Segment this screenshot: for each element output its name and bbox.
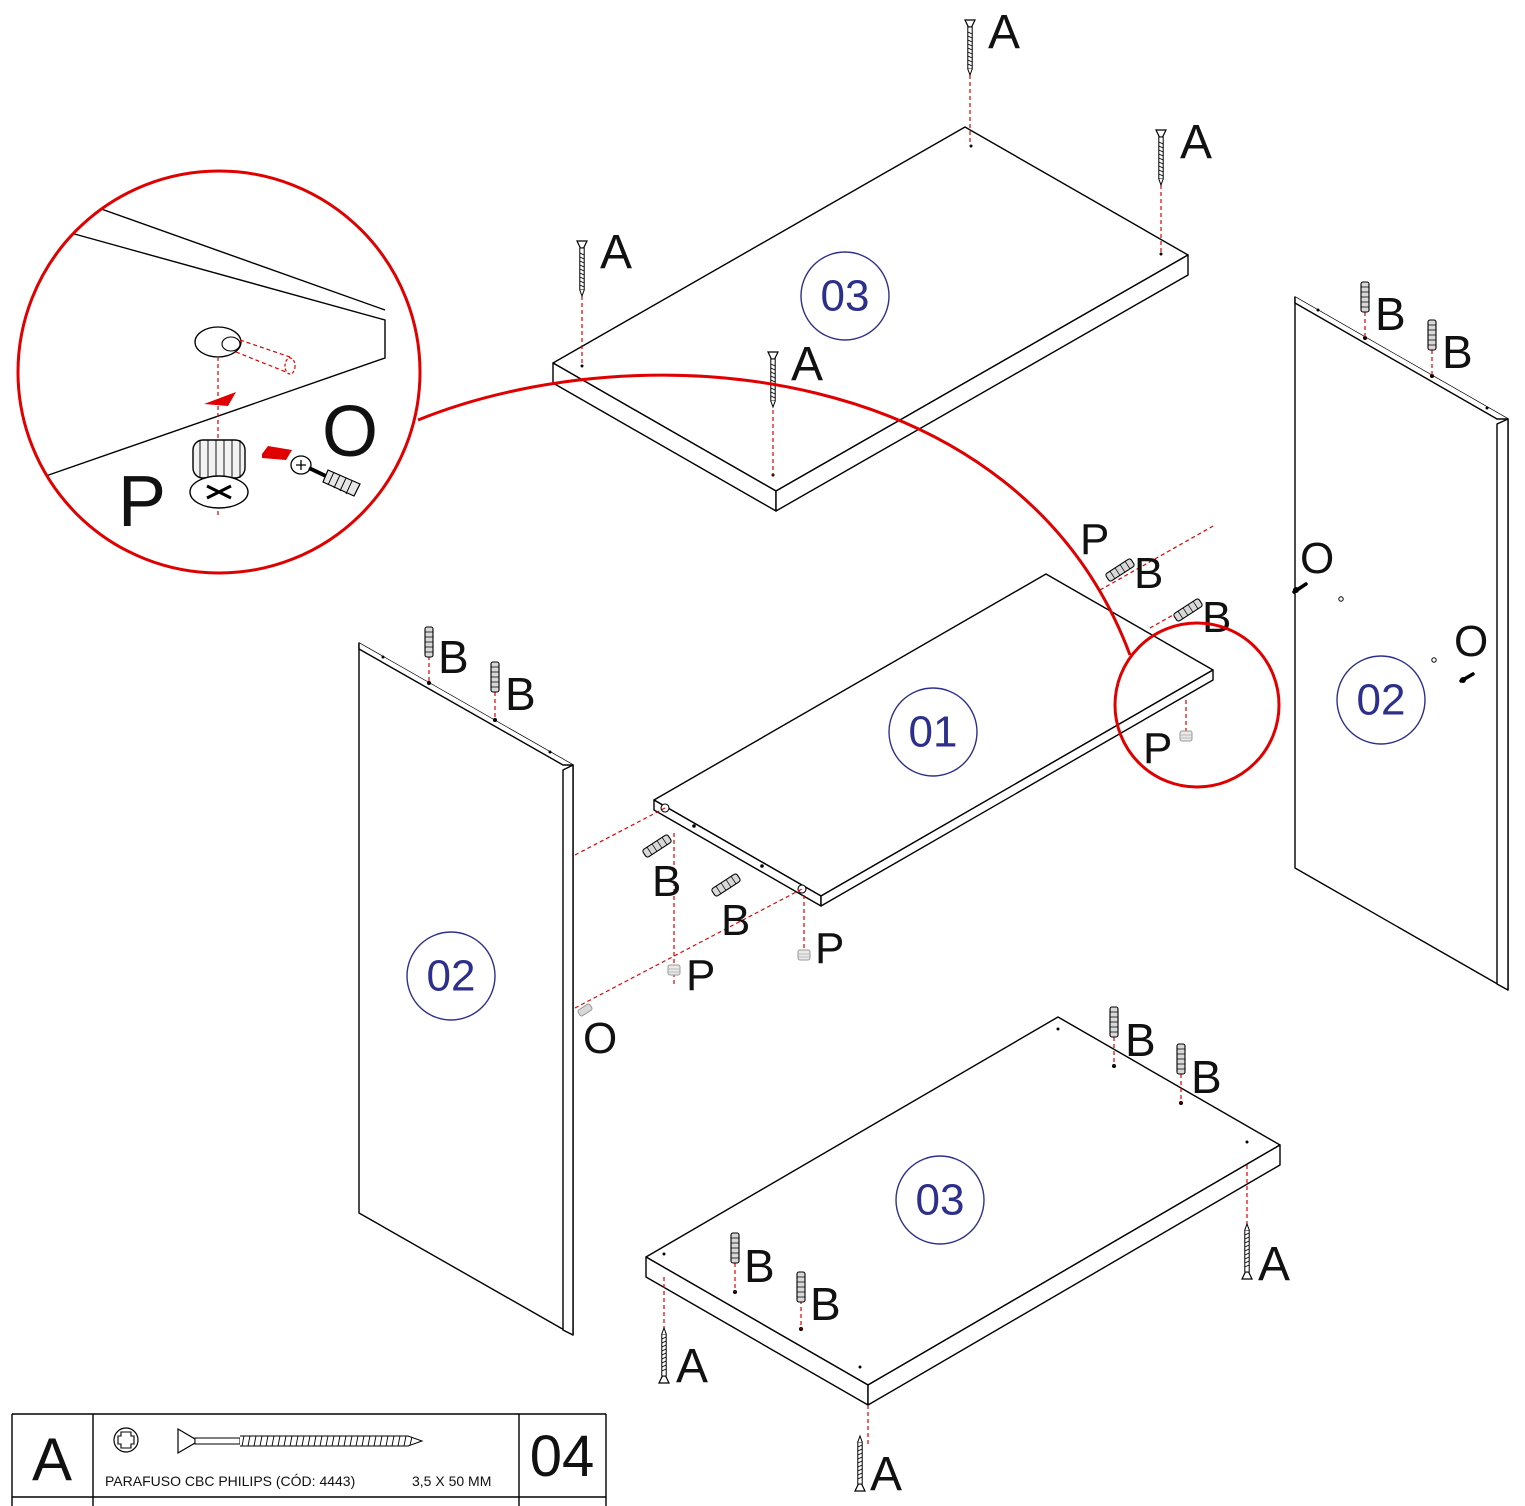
detail-cam-bolt-label: O <box>322 392 378 472</box>
left-side-panel <box>358 642 574 1336</box>
detail-small-circle <box>1113 621 1281 789</box>
panel-number-badge <box>895 1155 985 1245</box>
parts-table: A PARAFUSO CBC PHILIPS (CÓD: 4443) 3,5 X… <box>11 1413 607 1506</box>
dowel-icon <box>1109 1006 1119 1038</box>
cam-bolt-label: O <box>1300 534 1334 583</box>
cam-bolt-detail-icon <box>290 455 361 497</box>
dowel-icon <box>1360 281 1370 313</box>
right-side-panel <box>1294 296 1509 991</box>
dowel-label: B <box>1125 1014 1156 1066</box>
dowel-icon <box>424 626 434 658</box>
dowel-label: B <box>652 857 681 906</box>
dowel-icon <box>710 872 742 898</box>
middle-shelf-number: 01 <box>909 708 958 757</box>
screw-label: A <box>870 1448 902 1501</box>
cam-lock-icon <box>797 949 811 961</box>
panel-number-badge <box>1336 655 1426 745</box>
screw-icon <box>1241 1223 1253 1280</box>
part-size: 3,5 X 50 MM <box>412 1473 491 1489</box>
bottom-panel-number: 03 <box>916 1176 965 1225</box>
cam-lock-icon <box>667 964 681 976</box>
panel-number-badge <box>406 931 496 1021</box>
top-panel <box>552 126 1189 512</box>
dowel-icon <box>1427 319 1437 351</box>
dowel-icon <box>490 661 500 693</box>
cam-lock-icon <box>1179 730 1193 742</box>
bottom-panel <box>645 1016 1281 1445</box>
part-letter: A <box>32 1426 72 1493</box>
screw-label: A <box>600 226 632 279</box>
detail-cam-lock-label: P <box>118 462 166 542</box>
screw-icon <box>658 1327 670 1384</box>
screw-label: A <box>1258 1238 1290 1291</box>
top-panel-number: 03 <box>821 272 870 321</box>
dowel-label: B <box>505 668 536 720</box>
cam-lock-label: P <box>1080 515 1109 564</box>
screw-profile-icon <box>177 1427 424 1455</box>
dowel-label: B <box>744 1240 775 1292</box>
dowel-label: B <box>1134 549 1163 598</box>
dowel-label: B <box>1375 288 1406 340</box>
dowel-label: B <box>1202 593 1231 642</box>
panel-number-badge <box>800 251 890 341</box>
screw-label: A <box>676 1340 708 1393</box>
screw-icon <box>1155 129 1167 186</box>
cam-bolt-label: O <box>583 1014 617 1063</box>
detail-connector-line <box>417 373 1132 656</box>
cam-bolt-icon <box>1292 582 1308 594</box>
panel-number-badge <box>888 687 978 777</box>
top-panel-guides <box>581 75 1162 475</box>
dowel-label: B <box>810 1278 841 1330</box>
cam-lock-label: P <box>1143 724 1172 773</box>
detail-callout <box>16 169 422 575</box>
screw-label: A <box>988 6 1020 59</box>
dowel-icon <box>1176 1043 1186 1075</box>
dowel-icon <box>641 833 673 859</box>
dowel-icon <box>730 1232 740 1264</box>
right-side-number: 02 <box>1357 676 1406 725</box>
cam-bolt-icon <box>1459 672 1475 683</box>
dowel-label: B <box>1191 1051 1222 1103</box>
cam-bolt-icon <box>577 1003 593 1017</box>
screw-icon <box>964 19 976 76</box>
cam-lock-label: P <box>815 924 844 973</box>
part-quantity: 04 <box>530 1424 595 1489</box>
dowel-label: B <box>721 896 750 945</box>
dowel-icon <box>1172 597 1204 623</box>
cam-lock-detail-icon <box>189 439 249 509</box>
left-side-number: 02 <box>427 952 476 1001</box>
phillips-head-icon <box>113 1427 139 1453</box>
screw-icon <box>576 240 588 297</box>
dowel-icon <box>796 1271 806 1303</box>
cam-lock-label: P <box>686 951 715 1000</box>
dowel-label: B <box>438 631 469 683</box>
dowel-label: B <box>1442 326 1473 378</box>
middle-shelf <box>653 573 1214 907</box>
part-description: PARAFUSO CBC PHILIPS (CÓD: 4443) <box>105 1473 355 1489</box>
screw-label: A <box>791 338 823 391</box>
screw-icon <box>854 1435 866 1492</box>
cam-bolt-label: O <box>1454 617 1488 666</box>
screw-label: A <box>1180 116 1212 169</box>
